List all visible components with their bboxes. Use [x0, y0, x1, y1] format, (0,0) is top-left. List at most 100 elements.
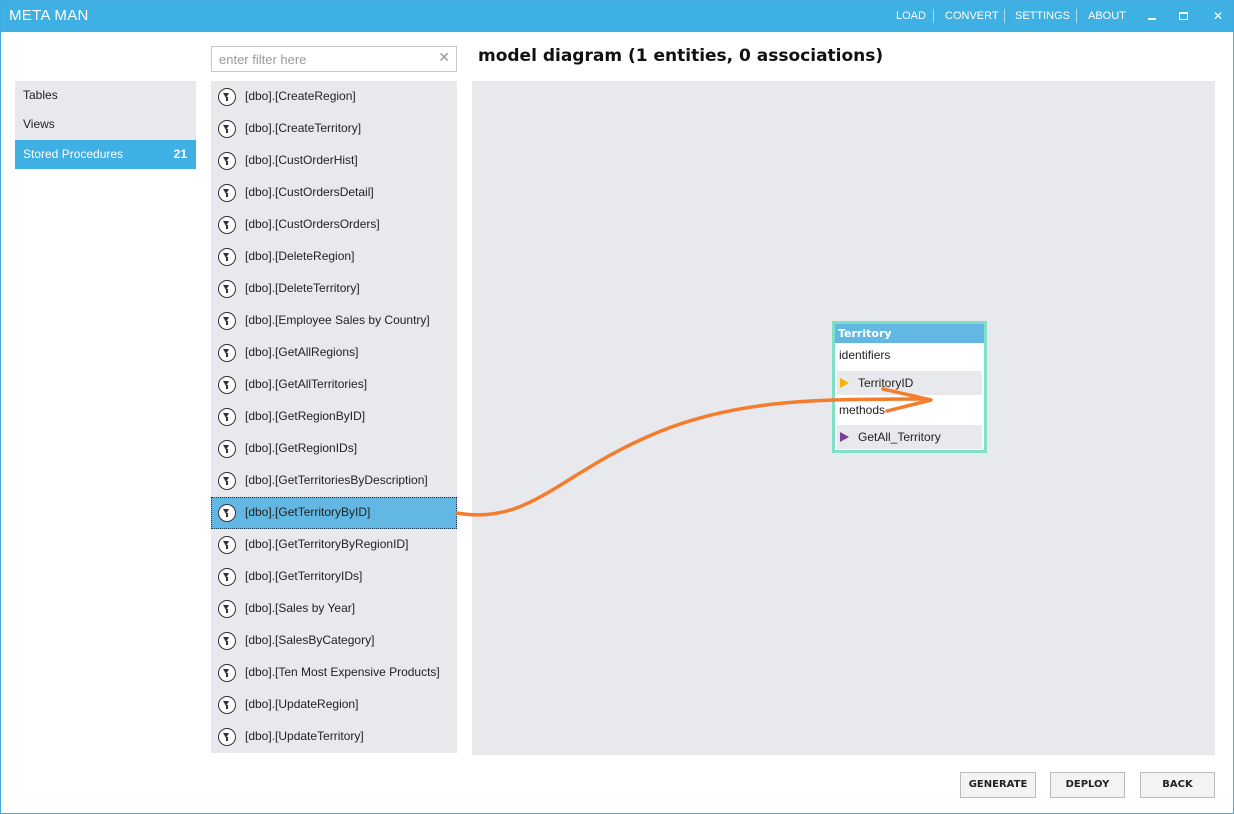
entity-name: Territory	[835, 324, 984, 343]
procedure-item[interactable]: [dbo].[UpdateRegion]	[211, 689, 457, 721]
back-button[interactable]: BACK	[1140, 772, 1215, 798]
identifier-row[interactable]: TerritoryID	[837, 371, 982, 395]
procedure-icon	[218, 728, 236, 746]
maximize-icon	[1179, 12, 1188, 20]
procedure-item[interactable]: [dbo].[DeleteTerritory]	[211, 273, 457, 305]
procedure-icon	[218, 88, 236, 106]
procedure-item[interactable]: [dbo].[GetRegionByID]	[211, 401, 457, 433]
nav-item-count: 21	[173, 147, 187, 161]
procedure-icon	[218, 408, 236, 426]
deploy-button[interactable]: DEPLOY	[1050, 772, 1125, 798]
nav-item-stored-procedures[interactable]: Stored Procedures 21	[15, 140, 196, 169]
procedure-item[interactable]: [dbo].[GetTerritoryIDs]	[211, 561, 457, 593]
procedure-label: [dbo].[CustOrdersOrders]	[245, 217, 380, 231]
menu-separator	[1004, 9, 1005, 23]
procedure-label: [dbo].[Ten Most Expensive Products]	[245, 665, 440, 679]
menu-separator	[1076, 9, 1077, 23]
procedure-item[interactable]: [dbo].[GetAllRegions]	[211, 337, 457, 369]
procedure-label: [dbo].[Sales by Year]	[245, 601, 356, 615]
procedure-icon	[218, 696, 236, 714]
title-bar: META MAN LOAD CONVERT SETTINGS ABOUT ✕	[1, 1, 1233, 32]
procedure-icon	[218, 152, 236, 170]
procedure-icon	[218, 344, 236, 362]
identifiers-section-label: identifiers	[839, 348, 891, 362]
procedure-item[interactable]: [dbo].[GetTerritoriesByDescription]	[211, 465, 457, 497]
procedure-label: [dbo].[UpdateRegion]	[245, 697, 359, 711]
procedure-label: [dbo].[GetAllTerritories]	[245, 377, 368, 391]
procedure-icon	[218, 120, 236, 138]
procedure-item[interactable]: [dbo].[Employee Sales by Country]	[211, 305, 457, 337]
close-button[interactable]: ✕	[1210, 8, 1226, 24]
procedure-icon	[218, 440, 236, 458]
procedure-label: [dbo].[UpdateTerritory]	[245, 729, 364, 743]
procedure-label: [dbo].[GetRegionIDs]	[245, 441, 358, 455]
procedure-item[interactable]: [dbo].[GetAllTerritories]	[211, 369, 457, 401]
procedure-icon	[218, 536, 236, 554]
procedure-list: [dbo].[CreateRegion] [dbo].[CreateTerrito…	[211, 81, 457, 753]
nav-item-label: Stored Procedures	[23, 147, 124, 161]
diagram-title: model diagram (1 entities, 0 association…	[478, 46, 884, 66]
procedure-item[interactable]: [dbo].[Ten Most Expensive Products]	[211, 657, 457, 689]
nav-item-views[interactable]: Views	[15, 110, 196, 139]
method-arrow-icon	[840, 432, 849, 442]
minimize-button[interactable]	[1144, 8, 1160, 24]
key-arrow-icon	[840, 378, 849, 388]
procedure-item[interactable]: [dbo].[CreateTerritory]	[211, 113, 457, 145]
menu-separator	[933, 9, 934, 23]
minimize-icon	[1148, 18, 1156, 20]
close-icon: ✕	[1212, 9, 1224, 23]
procedure-item[interactable]: [dbo].[CreateRegion]	[211, 81, 457, 113]
procedure-label: [dbo].[GetTerritoryByRegionID]	[245, 537, 409, 551]
procedure-label: [dbo].[Employee Sales by Country]	[245, 313, 430, 327]
procedure-icon	[218, 600, 236, 618]
entity-territory[interactable]: Territory identifiers TerritoryID method…	[832, 321, 987, 453]
procedure-icon	[218, 312, 236, 330]
procedure-label: [dbo].[DeleteRegion]	[245, 249, 355, 263]
procedure-item[interactable]: [dbo].[GetTerritoryByRegionID]	[211, 529, 457, 561]
procedure-item[interactable]: [dbo].[SalesByCategory]	[211, 625, 457, 657]
procedure-item[interactable]: [dbo].[CustOrdersDetail]	[211, 177, 457, 209]
procedure-icon	[218, 472, 236, 490]
menu-settings[interactable]: SETTINGS	[1015, 10, 1071, 22]
clear-filter-icon[interactable]: ✕	[438, 50, 450, 66]
procedure-label: [dbo].[DeleteTerritory]	[245, 281, 360, 295]
procedure-label: [dbo].[CreateRegion]	[245, 89, 356, 103]
procedure-label: [dbo].[GetAllRegions]	[245, 345, 359, 359]
menu-load[interactable]: LOAD	[896, 10, 926, 22]
method-label: GetAll_Territory	[858, 430, 941, 444]
procedure-item[interactable]: [dbo].[GetRegionIDs]	[211, 433, 457, 465]
method-row[interactable]: GetAll_Territory	[837, 425, 982, 449]
identifier-label: TerritoryID	[858, 376, 914, 390]
filter-box: ✕	[211, 46, 457, 72]
procedure-icon	[218, 184, 236, 202]
procedure-icon	[218, 248, 236, 266]
methods-section-label: methods	[839, 403, 886, 417]
procedure-item[interactable]: [dbo].[CustOrderHist]	[211, 145, 457, 177]
procedure-item[interactable]: [dbo].[DeleteRegion]	[211, 241, 457, 273]
procedure-label: [dbo].[GetTerritoryByID]	[245, 505, 371, 519]
filter-input[interactable]	[219, 51, 429, 68]
menu-about[interactable]: ABOUT	[1088, 10, 1126, 22]
menu-convert[interactable]: CONVERT	[945, 10, 999, 22]
procedure-icon	[218, 504, 236, 522]
procedure-item[interactable]: [dbo].[Sales by Year]	[211, 593, 457, 625]
procedure-item[interactable]: [dbo].[GetTerritoryByID]	[211, 497, 457, 529]
nav-item-label: Views	[23, 117, 55, 131]
maximize-button[interactable]	[1176, 8, 1192, 24]
procedure-icon	[218, 376, 236, 394]
generate-button[interactable]: GENERATE	[960, 772, 1036, 798]
procedure-item[interactable]: [dbo].[UpdateTerritory]	[211, 721, 457, 753]
procedure-label: [dbo].[GetTerritoryIDs]	[245, 569, 363, 583]
procedure-label: [dbo].[CreateTerritory]	[245, 121, 362, 135]
procedure-label: [dbo].[CustOrderHist]	[245, 153, 358, 167]
procedure-label: [dbo].[CustOrdersDetail]	[245, 185, 374, 199]
nav-item-label: Tables	[23, 88, 58, 102]
app-title: META MAN	[9, 7, 89, 24]
nav-item-tables[interactable]: Tables	[15, 81, 196, 110]
procedure-item[interactable]: [dbo].[CustOrdersOrders]	[211, 209, 457, 241]
procedure-icon	[218, 568, 236, 586]
procedure-label: [dbo].[GetTerritoriesByDescription]	[245, 473, 428, 487]
procedure-icon	[218, 664, 236, 682]
procedure-label: [dbo].[GetRegionByID]	[245, 409, 366, 423]
